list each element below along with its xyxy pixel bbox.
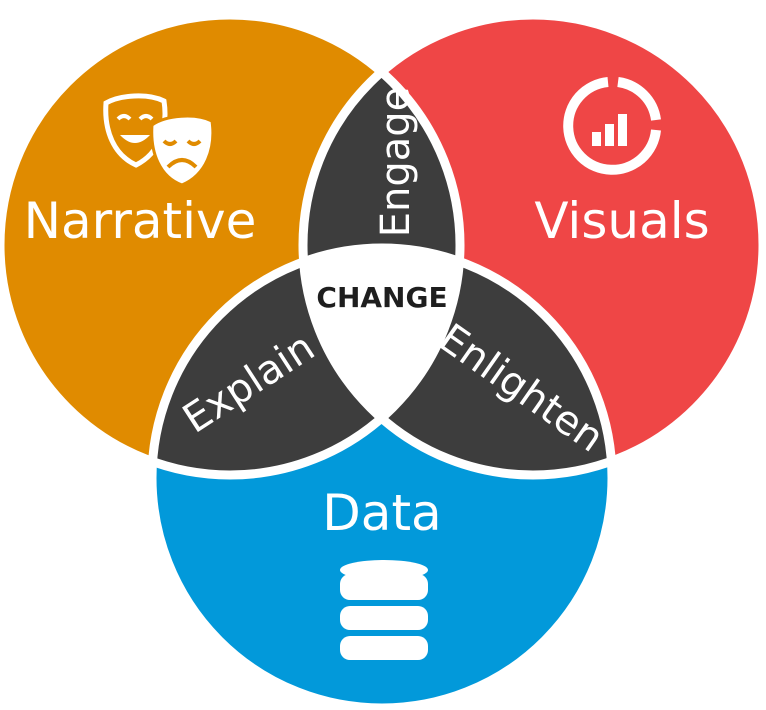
circle-outlines — [0, 10, 766, 710]
center-label: CHANGE — [316, 281, 447, 314]
data-label: Data — [322, 484, 441, 542]
engage-label: Engage — [373, 87, 419, 238]
database-icon — [340, 560, 428, 660]
bar-chart-ring-icon — [563, 77, 661, 175]
explain-overlap — [152, 248, 460, 475]
enlighten-overlap — [303, 248, 612, 475]
narrative-label: Narrative — [24, 192, 257, 250]
visuals-label: Visuals — [534, 192, 709, 250]
theater-masks-icon — [103, 93, 215, 187]
